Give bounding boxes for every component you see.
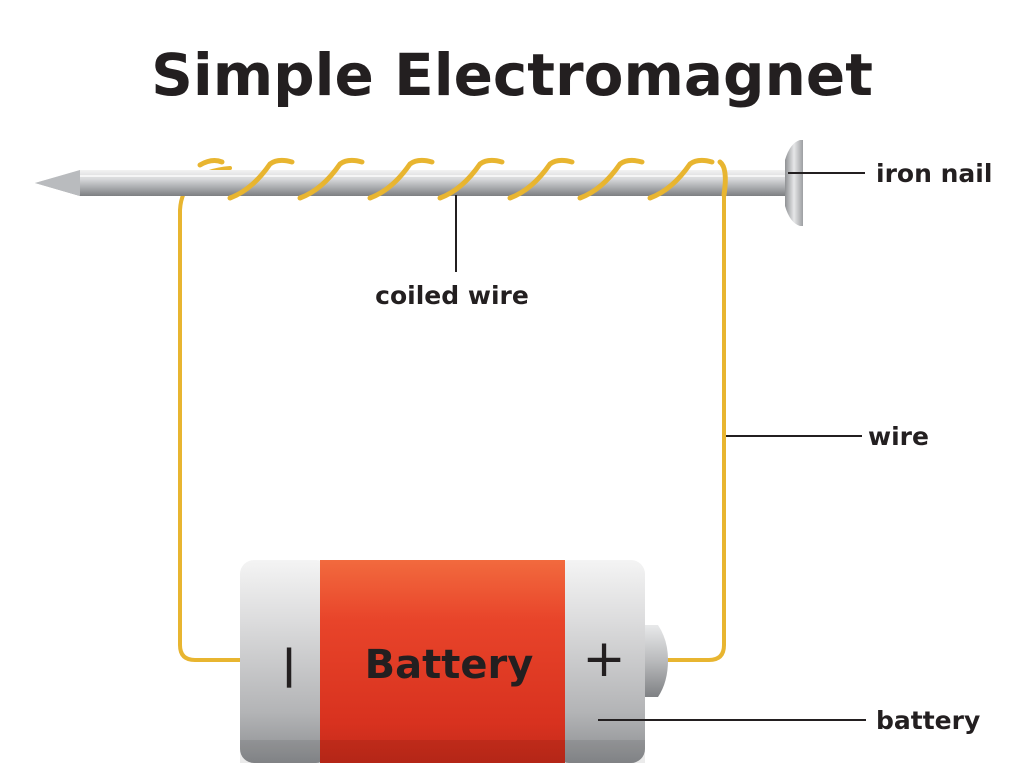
battery-positive-symbol: + [582, 629, 626, 689]
nail-head [785, 140, 803, 226]
circuit-wire [178, 166, 247, 662]
battery-body [320, 560, 565, 763]
battery-label: battery [876, 706, 980, 735]
battery-negative-symbol: | [282, 642, 297, 689]
battery: Battery | + [240, 560, 668, 763]
battery-positive-cap [640, 625, 668, 697]
battery-body-label: Battery [365, 642, 534, 688]
coiled-wire-label: coiled wire [375, 281, 529, 310]
battery-negative-end [240, 560, 330, 763]
circuit-wire-right [660, 188, 726, 662]
wire-label: wire [868, 422, 929, 451]
diagram-title: Simple Electromagnet [151, 41, 873, 109]
iron-nail [35, 140, 803, 226]
battery-positive-end [555, 560, 645, 763]
coiled-wire [197, 157, 728, 201]
iron-nail-label: iron nail [876, 159, 992, 188]
